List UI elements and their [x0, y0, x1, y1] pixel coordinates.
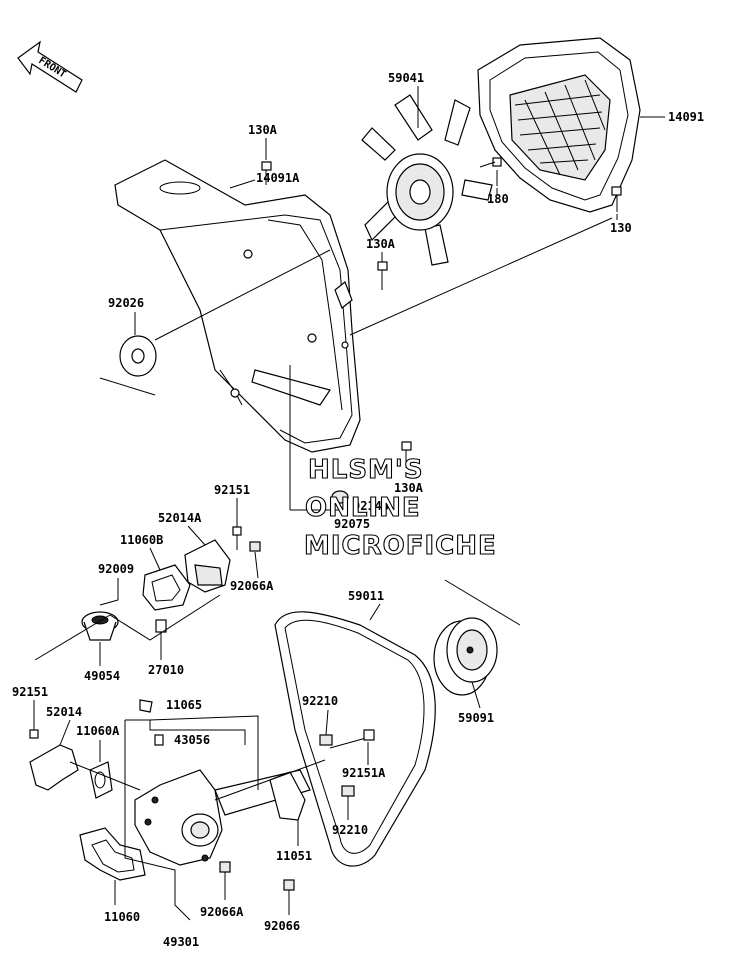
washer-92075 [331, 490, 349, 504]
bolt-180 [479, 157, 502, 186]
label-130A-mid: 130A [366, 237, 396, 251]
plug-92066A-b [219, 861, 231, 873]
label-92151-a: 92151 [214, 483, 250, 497]
label-92210-a: 92210 [302, 694, 338, 708]
label-130A-low: 130A [394, 481, 424, 495]
bolt-130A-low [401, 441, 412, 468]
sensor-27010 [155, 619, 167, 655]
watermark-line1: HLSM'S [308, 455, 424, 485]
label-92210-b: 92210 [332, 823, 368, 837]
label-52014A: 52014A [158, 511, 202, 525]
front-arrow-icon: FRONT [17, 40, 83, 93]
gasket-11060 [79, 827, 146, 881]
label-11060A: 11060A [76, 724, 120, 738]
plug-92066 [283, 879, 295, 891]
label-92066: 92066 [264, 919, 300, 933]
bolt-130A-top [261, 145, 272, 185]
label-11060: 11060 [104, 910, 140, 924]
pipe-11065 [139, 699, 153, 713]
label-43056: 43056 [174, 733, 210, 747]
label-130: 130 [610, 221, 632, 235]
label-92066A-a: 92066A [230, 579, 274, 593]
washer-92026 [119, 312, 157, 377]
label-52014: 52014 [46, 705, 82, 719]
bolt-130A-mid [377, 261, 388, 290]
label-92151A: 92151A [342, 766, 386, 780]
label-92075: 92075 [334, 517, 370, 531]
label-27010: 27010 [148, 663, 184, 677]
label-14091: 14091 [668, 110, 704, 124]
thermostat-49054 [81, 599, 119, 641]
label-59091: 59091 [458, 711, 494, 725]
label-92026: 92026 [108, 296, 144, 310]
water-outlet-52014 [29, 729, 79, 791]
label-130A-top: 130A [248, 123, 278, 137]
gasket-11060B [142, 564, 191, 611]
bolt-92151A [329, 729, 375, 749]
gasket-11060A [89, 761, 113, 799]
label-92143: 92143 [353, 499, 389, 513]
label-11051: 11051 [276, 849, 312, 863]
label-11065: 11065 [166, 698, 202, 712]
label-49301: 49301 [163, 935, 199, 949]
label-11060B: 11060B [120, 533, 163, 547]
plug-92066A-a [249, 541, 261, 552]
nut-92210-a [319, 734, 333, 746]
watermark: HLSM'S ONLINE MICROFICHE [303, 454, 497, 561]
pulley-59091 [433, 579, 521, 696]
label-180: 180 [487, 192, 509, 206]
label-92009: 92009 [98, 562, 134, 576]
label-92151-b: 92151 [12, 685, 48, 699]
water-pump-49301 [134, 769, 311, 866]
plug-43056 [154, 734, 164, 746]
label-59041: 59041 [388, 71, 424, 85]
fan-shroud-14091 [477, 37, 665, 213]
thermostat-housing-52014A [184, 526, 242, 593]
label-14091A: 14091A [256, 171, 300, 185]
label-59011: 59011 [348, 589, 384, 603]
part-labels: 130A 14091A 59041 14091 180 130 130A 920… [12, 71, 704, 949]
bolt-130 [611, 186, 622, 212]
belt-cover-14091A [114, 159, 361, 453]
watermark-line3: MICROFICHE [304, 531, 497, 561]
label-92066A-b: 92066A [200, 905, 244, 919]
v-belt-59011 [274, 611, 436, 867]
cooling-fan-59041 [361, 94, 493, 266]
label-49054: 49054 [84, 669, 120, 683]
watermark-line2: ONLINE [305, 493, 421, 523]
nut-92210-b [341, 785, 355, 797]
